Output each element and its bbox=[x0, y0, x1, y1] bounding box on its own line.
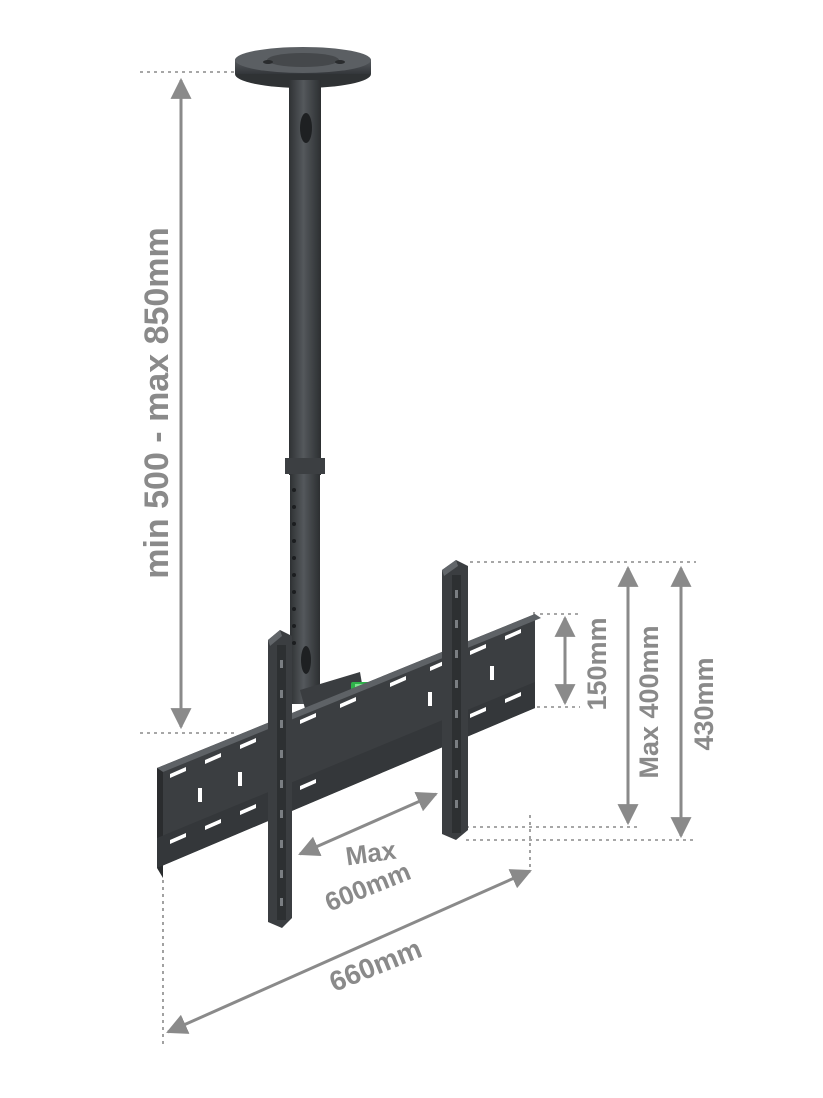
ceiling-plate bbox=[235, 47, 371, 88]
arrow-660mm bbox=[166, 869, 532, 1034]
plate-slots bbox=[170, 629, 521, 844]
pole-height-holes bbox=[292, 488, 296, 645]
vertical-bracket-right bbox=[442, 560, 468, 840]
label-660mm: 660mm bbox=[325, 933, 426, 998]
dimension-labels: min 500 - max 850mm 150mm Max 400mm 430m… bbox=[138, 227, 719, 997]
label-pole-height: min 500 - max 850mm bbox=[138, 227, 176, 579]
dimension-guides bbox=[140, 71, 696, 1045]
label-max-600mm-line1: Max bbox=[344, 835, 399, 872]
label-150mm: 150mm bbox=[582, 617, 612, 710]
vertical-bracket-left bbox=[268, 630, 292, 928]
pole-upper bbox=[289, 80, 321, 475]
mount-illustration bbox=[157, 47, 541, 928]
pole-collar bbox=[285, 458, 325, 474]
label-max-400mm: Max 400mm bbox=[634, 625, 664, 778]
dimension-arrows bbox=[166, 77, 692, 1034]
pole-slot bbox=[300, 113, 312, 143]
horizontal-plate bbox=[157, 614, 541, 878]
arrow-max-600mm bbox=[298, 792, 438, 856]
label-430mm: 430mm bbox=[689, 657, 719, 750]
pole-lower-slot bbox=[301, 646, 311, 674]
